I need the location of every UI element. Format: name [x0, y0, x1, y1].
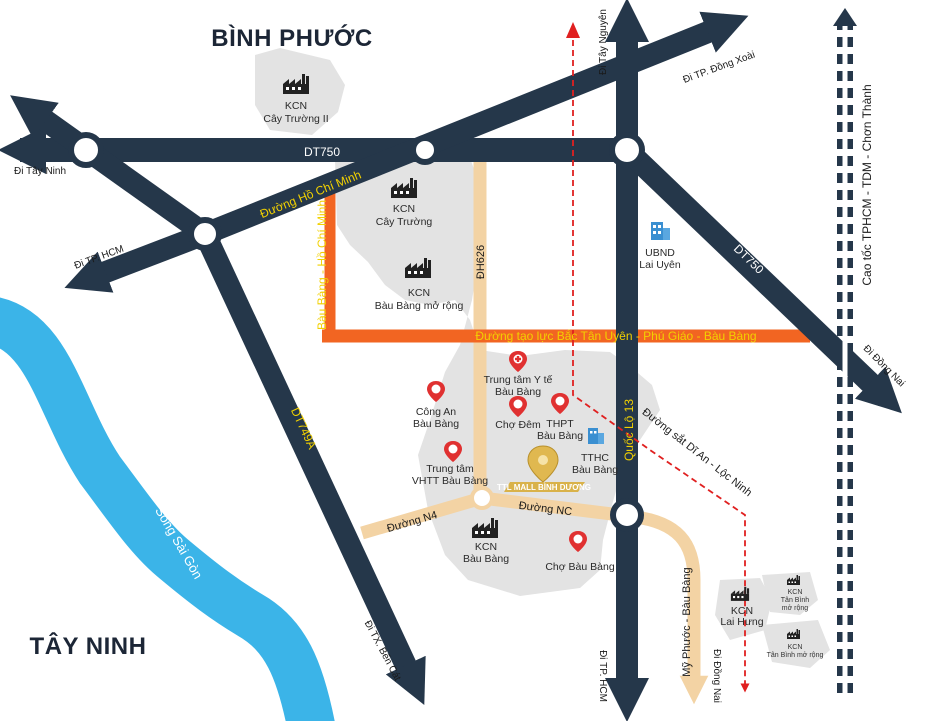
cho-bau-bang-label: Chợ Bàu Bàng — [545, 561, 615, 573]
ubnd-line1: UBND — [645, 247, 675, 259]
dong-luc-label: Đường tạo lực Bắc Tân Uyên - Phú Giáo - … — [475, 328, 756, 343]
industrial-zone-tan-binh — [762, 572, 818, 615]
building-icon — [588, 428, 604, 444]
thpt-line2: Bàu Bàng — [537, 430, 583, 442]
bau-bang-hcm-label: Bàu Bàng - Hồ Chí Minh — [315, 200, 329, 330]
trung-tam-yte-line2: Bàu Bàng — [495, 386, 541, 398]
kcn-tan-binh-2-line1: KCN — [788, 644, 803, 651]
my-phuoc-label: Mỹ Phước - Bàu Bàng — [681, 567, 693, 676]
dir-dong-nai-bottom: Đi Đồng Nai — [711, 649, 723, 703]
road-ho-chi-minh — [200, 11, 749, 245]
building-icon — [651, 222, 670, 240]
road-hcm-sw — [64, 223, 209, 293]
kcn-lai-hung-line2: Lai Hưng — [720, 616, 763, 628]
kcn-cay-truong-line1: KCN — [393, 203, 415, 215]
railway — [572, 40, 750, 693]
kcn-tan-binh-1-line2: Tân Bình — [781, 597, 810, 604]
vhtt-line1: Trung tâm — [426, 463, 474, 475]
dt750-top-label: DT750 — [304, 145, 340, 159]
dir-hcm-bottom: Đi TP. HCM — [597, 650, 608, 702]
roundabout — [68, 132, 645, 532]
kcn-tan-binh-1-line3: mở rộng — [782, 604, 808, 612]
road-my-phuoc — [625, 509, 709, 705]
mall-pin-icon — [504, 445, 585, 492]
industrial-zone-lai-hung — [715, 578, 772, 640]
road-nc — [481, 491, 621, 522]
ql13-label: Quốc Lộ 13 — [622, 399, 636, 461]
ubnd-line2: Lai Uyên — [639, 259, 681, 271]
expressway — [833, 8, 857, 700]
roundabout-small — [470, 486, 494, 510]
tthc-line2: Bàu Bàng — [572, 464, 618, 476]
vhtt-line2: VHTT Bàu Bàng — [412, 475, 488, 487]
industrial-zone-tan-binh-2 — [762, 620, 830, 668]
kcn-bau-bang-line1: KCN — [475, 541, 497, 553]
railway-label: Đường sắt Dĩ An - Lộc Ninh — [640, 405, 755, 499]
province-tay-ninh: TÂY NINH — [30, 632, 147, 660]
cho-dem-label: Chợ Đêm — [495, 419, 541, 431]
kcn-cay-truong-line2: Cây Trường — [376, 216, 433, 228]
expressway-label: Cao tốc TPHCM - TDM - Chơn Thành — [860, 84, 874, 285]
tthc-line1: TTHC — [581, 452, 609, 464]
dh626-label: ĐH626 — [475, 245, 487, 279]
road-dt749a — [195, 229, 426, 705]
dir-tay-nguyen: Đi Tây Nguyên — [598, 9, 609, 75]
road-n4 — [360, 491, 484, 540]
kcn-cay-truong-2-line2: Cây Trường II — [263, 113, 328, 125]
dir-dong-xoai: Đi TP. Đồng Xoài — [681, 49, 756, 86]
kcn-tan-binh-1-line1: KCN — [788, 589, 803, 596]
kcn-cay-truong-2-line1: KCN — [285, 100, 307, 112]
saigon-river — [0, 297, 335, 721]
cong-an-line2: Bàu Bàng — [413, 418, 459, 430]
kcn-bau-bang-line2: Bàu Bàng — [463, 553, 509, 565]
kcn-lai-hung-line1: KCN — [731, 605, 753, 617]
trung-tam-yte-line1: Trung tâm Y tế — [484, 374, 553, 386]
hospital-pin-icon — [509, 351, 527, 372]
cong-an-line1: Công An — [416, 406, 456, 418]
kcn-tan-binh-2-line2: Tân Bình mở rộng — [767, 651, 824, 659]
kcn-bb-mo-rong-line1: KCN — [408, 287, 430, 299]
dir-tay-ninh: Đi Tây Ninh — [14, 166, 66, 177]
road-nw-spur — [10, 95, 212, 243]
mall-label: TTL MALL BÌNH DƯƠNG — [497, 483, 591, 492]
kcn-bb-mo-rong-line2: Bàu Bàng mở rộng — [375, 300, 464, 312]
thpt-line1: THPT — [546, 418, 574, 430]
province-binh-phuoc: BÌNH PHƯỚC — [211, 24, 372, 52]
